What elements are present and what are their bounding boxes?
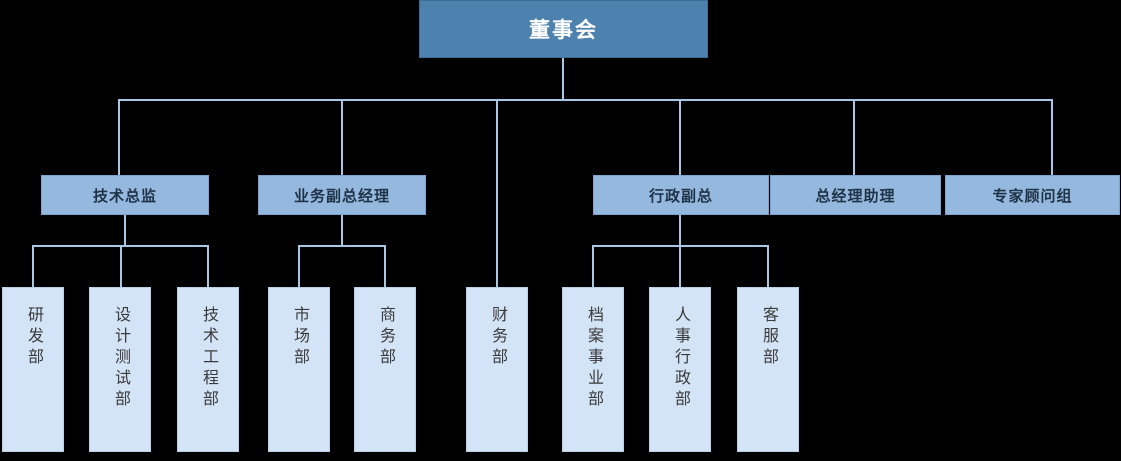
connector-bus-business-vp xyxy=(298,245,386,247)
node-hr-admin-dept[interactable]: 人事行政部 xyxy=(649,287,711,452)
node-archive-dept[interactable]: 档案事业部 xyxy=(562,287,624,452)
node-finance-dept[interactable]: 财务部 xyxy=(466,287,528,452)
node-rd-dept[interactable]: 研发部 xyxy=(2,287,64,452)
node-technology-director[interactable]: 技术总监 xyxy=(41,175,209,215)
connector-drop-marketing-dept xyxy=(298,245,300,287)
node-commerce-dept[interactable]: 商务部 xyxy=(354,287,416,452)
node-marketing-dept[interactable]: 市场部 xyxy=(268,287,330,452)
connector-drop-archive-dept xyxy=(592,245,594,287)
node-label: 市场部 xyxy=(291,306,308,369)
connector-stem-technology-director xyxy=(124,215,126,247)
node-customer-service-dept[interactable]: 客服部 xyxy=(737,287,799,452)
connector-drop-expert-group xyxy=(1051,99,1053,175)
connector-drop-commerce-dept xyxy=(384,245,386,287)
node-label: 技术总监 xyxy=(92,187,157,205)
node-label: 行政副总 xyxy=(648,187,713,205)
node-label: 客服部 xyxy=(760,306,777,369)
node-design-test-dept[interactable]: 设计测试部 xyxy=(89,287,151,452)
node-expert-advisory-group[interactable]: 专家顾问组 xyxy=(945,175,1120,215)
connector-drop-tech-engineering-dept xyxy=(207,245,209,287)
node-label: 专家顾问组 xyxy=(992,187,1073,205)
connector-drop-hr-admin-dept xyxy=(679,245,681,287)
node-admin-vp[interactable]: 行政副总 xyxy=(593,175,769,215)
connector-stem-business-vp xyxy=(341,215,343,247)
node-tech-engineering-dept[interactable]: 技术工程部 xyxy=(177,287,239,452)
node-label: 技术工程部 xyxy=(200,306,217,411)
connector-root-stem xyxy=(562,57,564,101)
connector-drop-gm-assistant xyxy=(853,99,855,175)
node-label: 档案事业部 xyxy=(585,306,602,411)
node-label: 设计测试部 xyxy=(112,306,129,411)
connector-drop-admin-vp xyxy=(679,99,681,175)
node-gm-assistant[interactable]: 总经理助理 xyxy=(770,175,941,215)
node-label: 研发部 xyxy=(25,306,42,369)
node-board-of-directors[interactable]: 董事会 xyxy=(419,0,708,58)
node-label: 业务副总经理 xyxy=(293,187,390,205)
connector-drop-design-test-dept xyxy=(120,245,122,287)
connector-root-bus xyxy=(118,99,1053,101)
connector-drop-technology-director xyxy=(118,99,120,175)
connector-drop-rd-dept xyxy=(32,245,34,287)
node-label: 商务部 xyxy=(377,306,394,369)
node-label: 人事行政部 xyxy=(672,306,689,411)
connector-drop-customer-service-dept xyxy=(767,245,769,287)
node-label: 董事会 xyxy=(529,19,598,42)
connector-drop-business-vp xyxy=(341,99,343,175)
node-business-vp[interactable]: 业务副总经理 xyxy=(258,175,426,215)
connector-stem-admin-vp xyxy=(679,215,681,247)
node-label: 总经理助理 xyxy=(815,187,896,205)
node-label: 财务部 xyxy=(489,306,506,369)
connector-drop-finance-long xyxy=(496,99,498,287)
